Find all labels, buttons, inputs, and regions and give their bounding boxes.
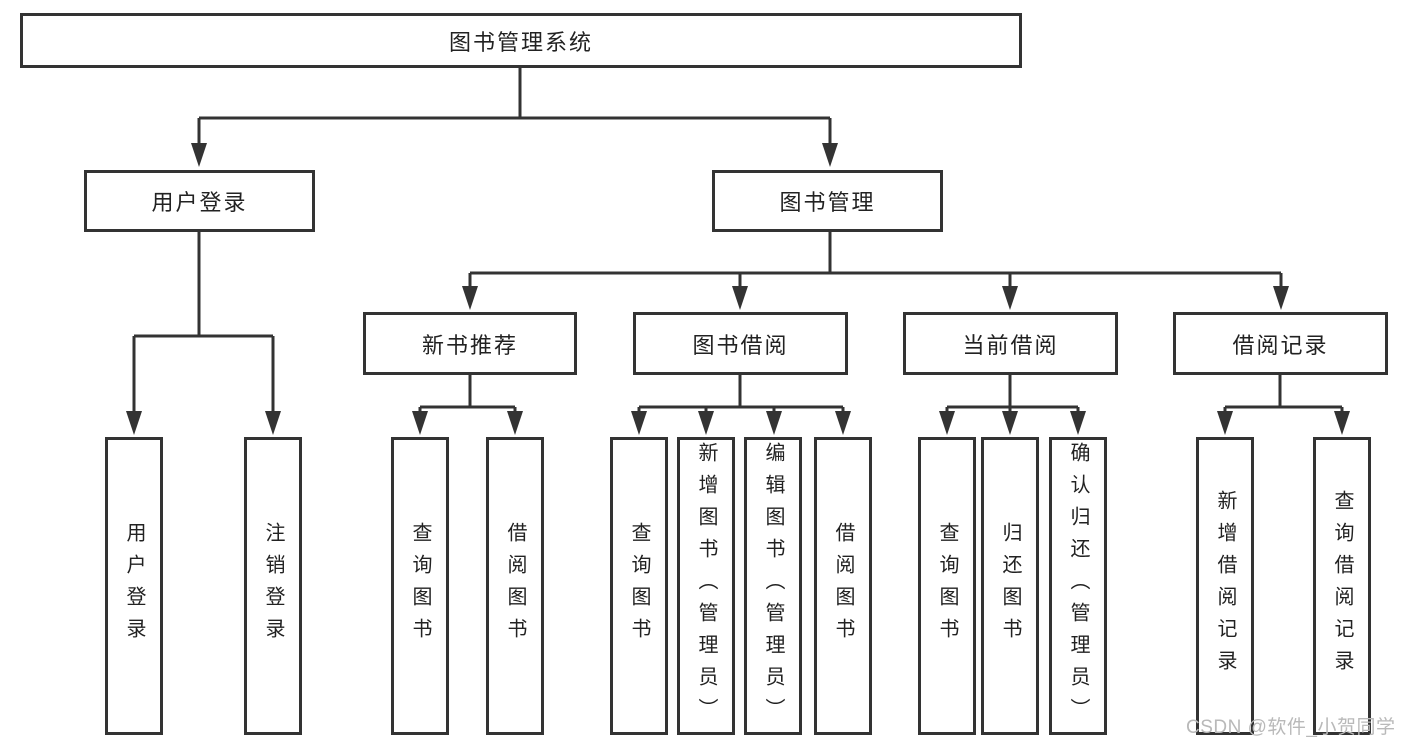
arrow-down-icon: [265, 411, 281, 435]
node-current-borrow-label: 当前借阅: [962, 332, 1059, 358]
arrow-down-icon: [698, 411, 714, 435]
leaf-bb-add-book-admin: 新增图书（管理员）: [677, 437, 735, 735]
arrow-down-icon: [822, 143, 838, 167]
arrow-down-icon: [1273, 286, 1289, 310]
leaf-user-login-label: 用户登录: [123, 522, 145, 650]
leaf-bb-borrow-books: 借阅图书: [814, 437, 872, 735]
node-new-book-recommend: 新书推荐: [363, 312, 577, 375]
leaf-br-query-record: 查询借阅记录: [1313, 437, 1371, 735]
node-current-borrow: 当前借阅: [903, 312, 1118, 375]
node-user-login: 用户登录: [84, 170, 315, 232]
arrow-down-icon: [1334, 411, 1350, 435]
node-new-book-recommend-label: 新书推荐: [421, 332, 518, 358]
leaf-br-query-record-label: 查询借阅记录: [1331, 490, 1353, 682]
leaf-user-login: 用户登录: [105, 437, 163, 735]
leaf-bb-borrow-books-label: 借阅图书: [832, 522, 854, 650]
arrow-down-icon: [191, 143, 207, 167]
leaf-nbr-borrow-books-label: 借阅图书: [504, 522, 526, 650]
node-borrow-records: 借阅记录: [1173, 312, 1388, 375]
node-root-label: 图书管理系统: [448, 29, 593, 55]
node-book-borrow-label: 图书借阅: [692, 332, 789, 358]
node-book-borrow: 图书借阅: [633, 312, 848, 375]
arrow-down-icon: [412, 411, 428, 435]
arrow-down-icon: [1002, 411, 1018, 435]
leaf-bb-edit-book-admin: 编辑图书（管理员）: [744, 437, 802, 735]
leaf-nbr-query-books-label: 查询图书: [409, 522, 431, 650]
arrow-down-icon: [732, 286, 748, 310]
node-user-login-label: 用户登录: [151, 190, 248, 215]
arrow-down-icon: [1070, 411, 1086, 435]
leaf-cb-confirm-return-admin-label: 确认归还（管理员）: [1067, 442, 1089, 730]
tree-edges: [132, 68, 1344, 411]
node-book-management-label: 图书管理: [779, 190, 876, 215]
leaf-logout: 注销登录: [244, 437, 302, 735]
leaf-logout-label: 注销登录: [262, 522, 284, 650]
leaf-cb-confirm-return-admin: 确认归还（管理员）: [1049, 437, 1107, 735]
watermark: CSDN @软件_小贺同学: [1186, 717, 1396, 738]
arrow-down-icon: [1217, 411, 1233, 435]
arrow-down-icon: [631, 411, 647, 435]
node-root: 图书管理系统: [20, 13, 1022, 68]
arrowhead-icons: [126, 143, 1350, 435]
arrow-down-icon: [126, 411, 142, 435]
arrow-down-icon: [835, 411, 851, 435]
arrow-down-icon: [507, 411, 523, 435]
node-borrow-records-label: 借阅记录: [1232, 332, 1329, 358]
leaf-bb-edit-book-admin-label: 编辑图书（管理员）: [762, 442, 784, 730]
leaf-bb-add-book-admin-label: 新增图书（管理员）: [695, 442, 717, 730]
arrow-down-icon: [1002, 286, 1018, 310]
leaf-cb-query-books-label: 查询图书: [936, 522, 958, 650]
leaf-nbr-query-books: 查询图书: [391, 437, 449, 735]
leaf-br-add-record-label: 新增借阅记录: [1214, 490, 1236, 682]
leaf-cb-query-books: 查询图书: [918, 437, 976, 735]
arrow-down-icon: [462, 286, 478, 310]
leaf-bb-query-books-label: 查询图书: [628, 522, 650, 650]
node-book-management: 图书管理: [712, 170, 943, 232]
leaf-cb-return-books-label: 归还图书: [999, 522, 1021, 650]
leaf-nbr-borrow-books: 借阅图书: [486, 437, 544, 735]
leaf-br-add-record: 新增借阅记录: [1196, 437, 1254, 735]
arrow-down-icon: [939, 411, 955, 435]
arrow-down-icon: [766, 411, 782, 435]
leaf-cb-return-books: 归还图书: [981, 437, 1039, 735]
leaf-bb-query-books: 查询图书: [610, 437, 668, 735]
